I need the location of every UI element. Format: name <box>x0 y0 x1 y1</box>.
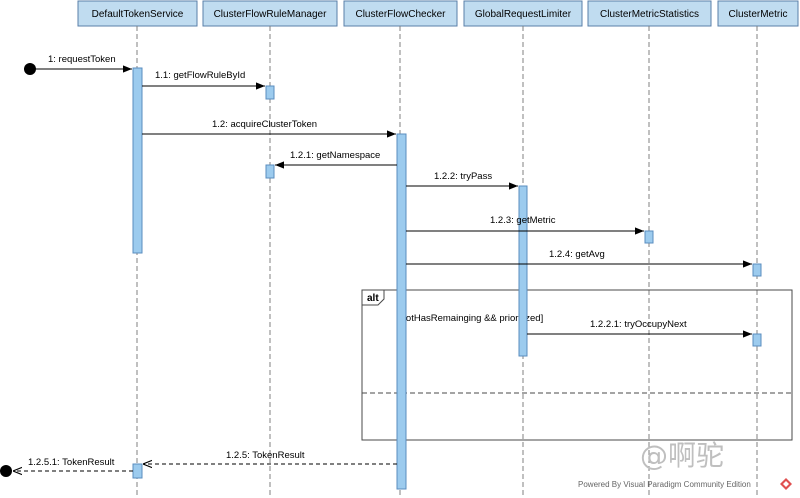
activation-default-token-service-1 <box>132 67 143 254</box>
participant-global-request-limiter: GlobalRequestLimiter <box>463 0 583 27</box>
participant-cluster-metric-statistics: ClusterMetricStatistics <box>587 0 712 27</box>
message-label: 1.1: getFlowRuleById <box>155 70 245 81</box>
message-label: 1.2.3: getMetric <box>490 215 556 226</box>
participant-label: ClusterFlowChecker <box>355 9 446 20</box>
fragment-operator: alt <box>367 293 379 304</box>
activation-default-token-service-2 <box>132 463 143 479</box>
message-label: 1.2.2.1: tryOccupyNext <box>590 319 687 330</box>
author-logo: @啊驼 <box>640 439 724 472</box>
lost-message-end-icon <box>0 465 12 477</box>
visual-paradigm-icon <box>780 478 792 490</box>
watermark-text: Powered By Visual Paradigm Community Edi… <box>578 480 751 489</box>
participant-cluster-metric: ClusterMetric <box>717 0 799 27</box>
participant-label: DefaultTokenService <box>92 9 184 20</box>
message-label: 1: requestToken <box>48 54 116 65</box>
activation-cluster-metric-2 <box>752 333 762 347</box>
message-get-avg: 1.2.4: getAvg <box>406 249 752 268</box>
participant-label: ClusterMetric <box>729 9 788 20</box>
message-get-flow-rule-by-id: 1.1: getFlowRuleById <box>142 70 265 90</box>
message-try-occupy-next: 1.2.2.1: tryOccupyNext <box>527 319 752 338</box>
message-try-pass: 1.2.2: tryPass <box>406 171 518 190</box>
message-label: 1.2.1: getNamespace <box>290 150 380 161</box>
message-token-result-lost: 1.2.5.1: TokenResult <box>13 457 133 471</box>
found-message-start-icon <box>24 63 36 75</box>
participant-label: GlobalRequestLimiter <box>475 9 572 20</box>
message-get-namespace: 1.2.1: getNamespace <box>275 150 397 169</box>
participant-label: ClusterFlowRuleManager <box>214 9 327 20</box>
fragment-guard: [notHasRemainging && prioritized] <box>398 313 543 324</box>
participant-cluster-flow-checker: ClusterFlowChecker <box>343 0 458 27</box>
message-label: 1.2.5: TokenResult <box>226 450 305 461</box>
activation-global-request-limiter <box>518 185 528 357</box>
message-label: 1.2.5.1: TokenResult <box>28 457 115 468</box>
message-get-metric: 1.2.3: getMetric <box>406 215 644 235</box>
participant-label: ClusterMetricStatistics <box>600 9 699 20</box>
participant-cluster-flow-rule-manager: ClusterFlowRuleManager <box>202 0 338 27</box>
message-label: 1.2: acquireClusterToken <box>212 119 317 130</box>
message-label: 1.2.2: tryPass <box>434 171 492 182</box>
participant-default-token-service: DefaultTokenService <box>77 0 198 27</box>
activation-cluster-flow-rule-manager-1 <box>265 85 275 100</box>
message-request-token: 1: requestToken <box>36 54 132 73</box>
activation-cluster-flow-checker <box>396 133 407 490</box>
message-label: 1.2.4: getAvg <box>549 249 605 260</box>
activation-cluster-flow-rule-manager-2 <box>265 164 275 179</box>
message-acquire-cluster-token: 1.2: acquireClusterToken <box>142 119 396 138</box>
message-token-result-return: 1.2.5: TokenResult <box>143 450 397 464</box>
alt-fragment: alt [notHasRemainging && prioritized] <box>361 289 793 441</box>
activation-cluster-metric-statistics <box>644 230 654 244</box>
activation-cluster-metric-1 <box>752 263 762 277</box>
